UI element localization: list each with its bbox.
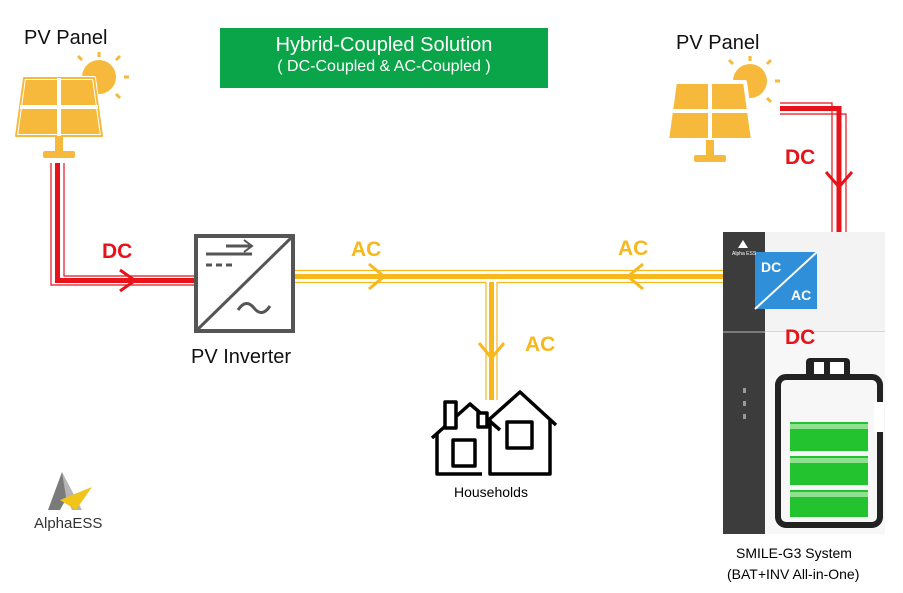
ac-label-households: AC (525, 333, 556, 356)
households-label: Households (454, 484, 528, 500)
converter-ac-label: AC (791, 287, 812, 303)
converter-dc-label: DC (761, 259, 782, 275)
pv-panel-right-label: PV Panel (676, 32, 760, 54)
dc-line-left (50, 163, 195, 293)
brand-name: AlphaESS (34, 515, 103, 532)
dc-label-left: DC (102, 240, 133, 263)
dc-ac-converter (754, 251, 818, 310)
pv-panel-left-label: PV Panel (24, 27, 108, 49)
ac-bus (293, 262, 740, 400)
alphaess-logo-icon (48, 472, 92, 510)
title-main: Hybrid-Coupled Solution (275, 34, 493, 56)
device-badge: Alpha ESS (732, 251, 757, 257)
title-sub: ( DC-Coupled & AC-Coupled ) (277, 58, 491, 75)
pv-inverter-label: PV Inverter (191, 346, 292, 368)
inverter-icon (194, 234, 295, 333)
title-banner: Hybrid-Coupled Solution ( DC-Coupled & A… (220, 28, 548, 88)
solar-panel-icon (665, 56, 780, 162)
solar-panel-icon (14, 52, 129, 158)
system-desc-label: (BAT+INV All-in-One) (727, 566, 860, 582)
house-icon (430, 390, 558, 476)
dc-label-battery: DC (785, 326, 816, 349)
system-name-label: SMILE-G3 System (736, 545, 852, 561)
dc-label-panel: DC (785, 146, 816, 169)
ac-label-inverter: AC (351, 238, 382, 261)
battery-icon (775, 358, 884, 528)
ac-label-system: AC (618, 237, 649, 260)
